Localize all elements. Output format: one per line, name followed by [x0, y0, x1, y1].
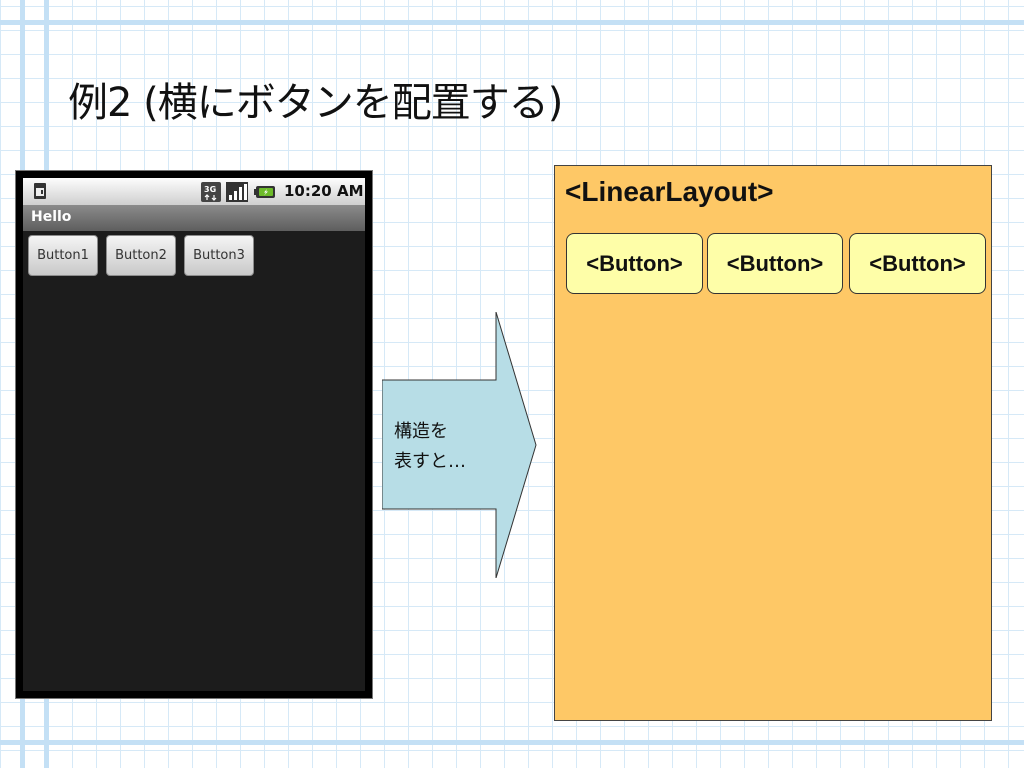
button1[interactable]: Button1 — [28, 235, 98, 276]
button2[interactable]: Button2 — [106, 235, 176, 276]
status-bar: 3G 10:20 AM — [23, 178, 365, 205]
arrow-shape — [382, 312, 537, 578]
grid-band — [0, 20, 1024, 25]
arrow-caption: 構造を 表すと… — [394, 417, 504, 477]
app-title-bar: Hello — [23, 205, 365, 231]
button3[interactable]: Button3 — [184, 235, 254, 276]
signal-strength-icon — [226, 182, 248, 202]
battery-icon — [254, 186, 275, 198]
linearlayout-label: <LinearLayout> — [565, 176, 774, 207]
xml-button-3: <Button> — [849, 233, 986, 294]
sim-card-icon — [34, 183, 46, 199]
app-title: Hello — [31, 209, 72, 225]
slide-title: 例2 (横にボタンを配置する) — [68, 80, 563, 126]
status-clock: 10:20 AM — [284, 182, 364, 200]
network-3g-icon: 3G — [201, 182, 221, 202]
arrow-caption-line1: 構造を — [394, 421, 448, 442]
xml-button-2: <Button> — [707, 233, 843, 294]
phone-screen: 3G 10:20 AM Hello Button1 Button2 Bu — [23, 178, 365, 691]
network-type-label: 3G — [204, 185, 216, 194]
grid-band — [0, 740, 1024, 745]
xml-button-1: <Button> — [566, 233, 703, 294]
phone-screenshot: 3G 10:20 AM Hello Button1 Button2 Bu — [16, 171, 372, 698]
arrow-caption-line2: 表すと… — [394, 451, 466, 472]
